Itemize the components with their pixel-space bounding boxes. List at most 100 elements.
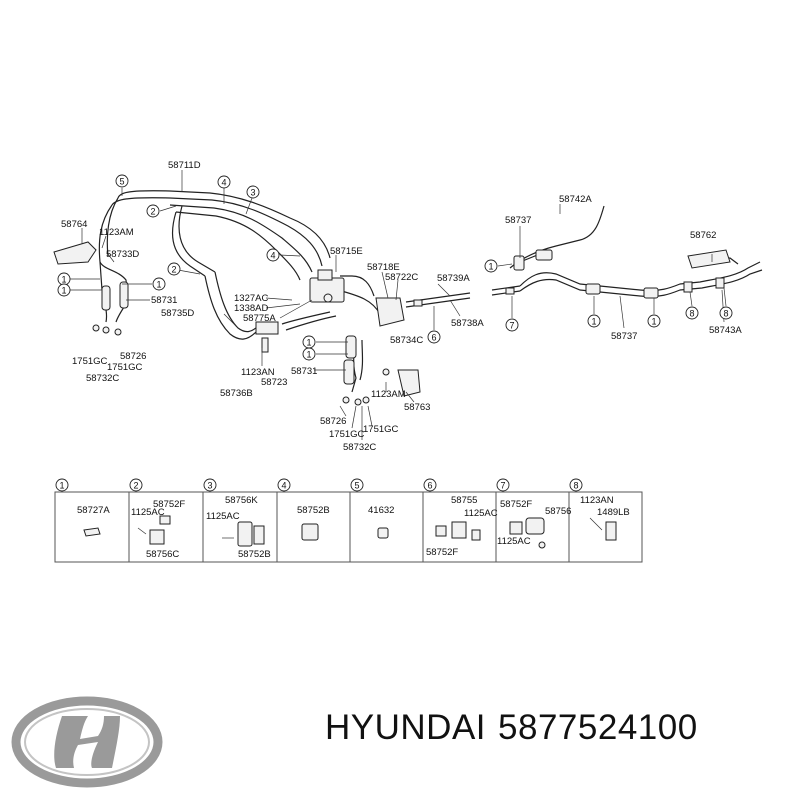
legend-callout-6: 6 (423, 478, 437, 492)
legend-3-label-a: 58756K (225, 495, 258, 506)
label-1327AC: 1327AC (234, 293, 268, 304)
svg-text:8: 8 (723, 309, 728, 319)
callout-1-a: 1 (57, 272, 71, 286)
svg-text:1: 1 (61, 275, 66, 285)
callout-1-g: 1 (587, 314, 601, 328)
svg-text:8: 8 (689, 309, 694, 319)
label-1751GC-center-a: 1751GC (329, 429, 365, 440)
svg-text:5: 5 (354, 481, 359, 491)
callout-8-b: 8 (719, 306, 733, 320)
label-58723: 58723 (261, 377, 287, 388)
callout-1-c: 1 (152, 277, 166, 291)
label-58731-center: 58731 (291, 366, 317, 377)
svg-text:3: 3 (207, 481, 212, 491)
brake-pipes (98, 190, 763, 393)
bracket-58763 (397, 369, 421, 397)
label-1123AN-center: 1123AN (241, 367, 275, 378)
legend-8-label-a: 1123AN (580, 495, 614, 506)
component-parts (53, 241, 731, 406)
legend-6-label-b: 1125AC (464, 508, 498, 519)
label-58731-left: 58731 (151, 295, 177, 306)
legend-3-label-c: 58752B (238, 549, 271, 560)
svg-text:4: 4 (221, 178, 226, 188)
legend-6-label-c: 58752F (426, 547, 458, 558)
part-labels: 58711D 58764 1123AM 58733D 58731 58735D … (61, 160, 742, 453)
label-58711D: 58711D (168, 160, 201, 171)
svg-text:4: 4 (281, 481, 286, 491)
legend-7-label-b: 58756 (545, 506, 571, 517)
callout-1-f: 1 (484, 259, 498, 273)
legend-7-label-a: 58752F (500, 499, 532, 510)
label-1751GC-left-a: 1751GC (72, 356, 108, 367)
svg-text:3: 3 (250, 188, 255, 198)
hose-rear-top (535, 249, 553, 261)
label-58737-bottom: 58737 (611, 331, 637, 342)
hose-center (345, 335, 357, 359)
brand-name: HYUNDAI (325, 708, 487, 747)
legend-7-label-c: 1125AC (497, 536, 531, 547)
label-58738A: 58738A (451, 318, 484, 329)
legend-3-label-b: 1125AC (206, 511, 240, 522)
label-58732C-center: 58732C (343, 442, 376, 453)
callout-3: 3 (246, 185, 260, 199)
svg-text:1: 1 (651, 317, 656, 327)
legend-callout-2: 2 (129, 478, 143, 492)
svg-text:1: 1 (591, 317, 596, 327)
legend-6-label-a: 58755 (451, 495, 477, 506)
svg-text:7: 7 (509, 321, 514, 331)
svg-text:6: 6 (431, 333, 436, 343)
hose-rear-bottom (585, 283, 601, 295)
label-1123AM-center: 1123AM (371, 389, 406, 400)
callout-1-d: 1 (302, 335, 316, 349)
legend-5-label-a: 41632 (368, 505, 394, 516)
callout-1-e: 1 (302, 347, 316, 361)
svg-text:2: 2 (133, 481, 138, 491)
label-58726-center: 58726 (320, 416, 346, 427)
label-58775A: 58775A (243, 313, 276, 324)
callout-5: 5 (115, 174, 129, 188)
label-58736B: 58736B (220, 388, 253, 399)
label-58742A: 58742A (559, 194, 592, 205)
callout-2-mid: 2 (167, 262, 181, 276)
label-58732C-left: 58732C (86, 373, 119, 384)
legend-callout-3: 3 (203, 478, 217, 492)
callout-7: 7 (505, 318, 519, 332)
legend-1-label-a: 58727A (77, 505, 110, 516)
label-58726-left: 58726 (120, 351, 146, 362)
callout-2-top: 2 (146, 204, 160, 218)
clamp-58723 (255, 321, 279, 335)
label-1751GC-center-b: 1751GC (363, 424, 399, 435)
bracket-58764 (53, 241, 97, 265)
legend-2-label-a: 58752F (153, 499, 185, 510)
svg-text:6: 6 (427, 481, 432, 491)
part-number: 5877524100 (498, 708, 698, 747)
legend-8-label-b: 1489LB (597, 507, 630, 518)
svg-text:1: 1 (306, 338, 311, 348)
svg-text:1: 1 (59, 481, 64, 491)
svg-text:1: 1 (306, 350, 311, 360)
clip-58734C (375, 297, 405, 327)
svg-text:7: 7 (500, 481, 505, 491)
main-callouts: 5 4 3 2 1 1 1 2 4 1 1 6 7 1 1 1 8 8 (57, 174, 733, 361)
callout-8-a: 8 (685, 306, 699, 320)
callout-1-h: 1 (647, 314, 661, 328)
label-58734C: 58734C (390, 335, 423, 346)
svg-text:2: 2 (150, 207, 155, 217)
bracket-58762 (687, 249, 731, 269)
legend-4-label-a: 58752B (297, 505, 330, 516)
svg-text:1: 1 (61, 286, 66, 296)
label-58718E: 58718E (367, 262, 400, 273)
legend-callout-7: 7 (496, 478, 510, 492)
label-58735D: 58735D (161, 308, 194, 319)
label-58733D: 58733D (106, 249, 139, 260)
legend-callout-4: 4 (277, 478, 291, 492)
legend-2-label-b: 1125AC (131, 507, 165, 518)
label-58764: 58764 (61, 219, 87, 230)
label-58762: 58762 (690, 230, 716, 241)
callout-4: 4 (217, 175, 231, 189)
legend-callout-5: 5 (350, 478, 364, 492)
hyundai-logo-icon (11, 696, 163, 788)
svg-text:1: 1 (156, 280, 161, 290)
svg-text:8: 8 (573, 481, 578, 491)
